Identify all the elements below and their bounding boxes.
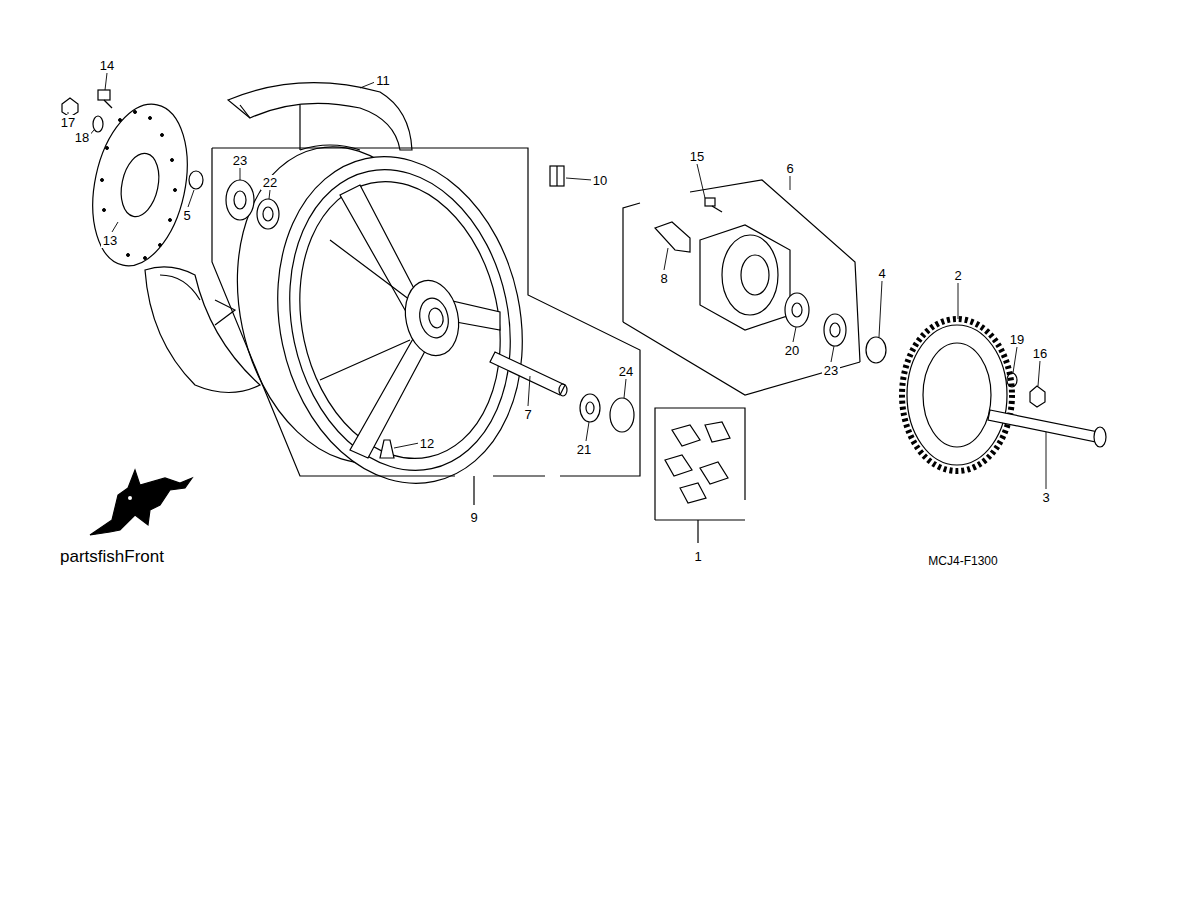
callout-number: 1	[692, 549, 703, 564]
callout-number: 23	[822, 363, 840, 378]
callout-number: 23	[231, 153, 249, 168]
callout-number: 13	[101, 233, 119, 248]
callout-number: 2	[952, 268, 963, 283]
callout-number: 22	[261, 175, 279, 190]
callout-number: 6	[784, 161, 795, 176]
callout-number: 5	[181, 208, 192, 223]
callout-number: 14	[98, 58, 116, 73]
callout-number: 12	[418, 436, 436, 451]
callout-number: 21	[575, 442, 593, 457]
callout-number: 11	[374, 73, 392, 88]
callout-number: 17	[59, 115, 77, 130]
callout-number: 9	[468, 510, 479, 525]
callout-number: 8	[658, 271, 669, 286]
diagram-caption: partsfishFront	[58, 547, 166, 566]
callout-number: 10	[591, 173, 609, 188]
callout-number: 24	[617, 364, 635, 379]
callout-number: 18	[73, 130, 91, 145]
callout-number: 15	[688, 149, 706, 164]
callout-number: 3	[1040, 490, 1051, 505]
callout-number: 20	[783, 343, 801, 358]
callout-number: 19	[1008, 332, 1026, 347]
diagram-caption: MCJ4-F1300	[926, 554, 999, 568]
callout-number: 16	[1031, 346, 1049, 361]
callout-number: 7	[522, 407, 533, 422]
callout-number: 4	[876, 266, 887, 281]
